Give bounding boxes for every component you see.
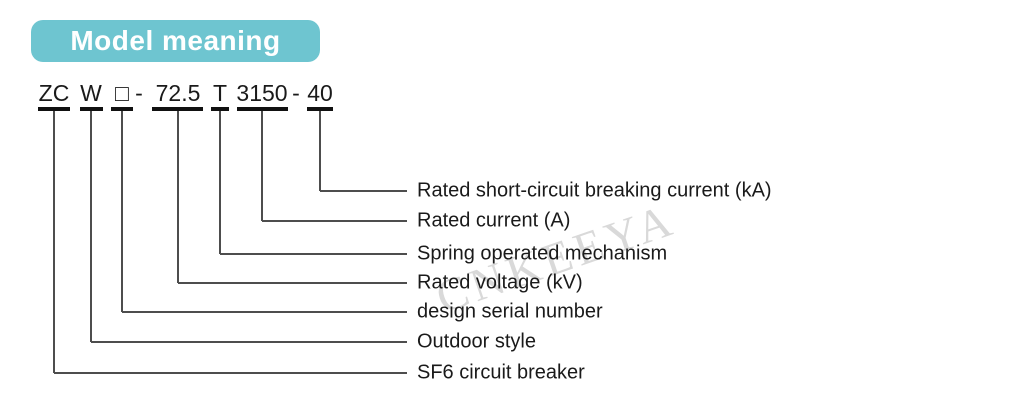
- model-segment-code: 3150: [236, 80, 288, 106]
- model-segment-code: 40: [307, 80, 333, 106]
- connector-vline: [53, 111, 55, 373]
- section-title: Model meaning: [70, 25, 281, 56]
- segment-underline: [152, 107, 203, 111]
- connector-vline: [261, 111, 263, 221]
- segment-meaning-label: Rated short-circuit breaking current (kA…: [417, 179, 772, 202]
- connector-hline: [262, 220, 407, 222]
- connector-hline: [220, 253, 407, 255]
- connector-vline: [121, 111, 123, 312]
- model-segment-code: T: [212, 80, 228, 106]
- connector-vline: [177, 111, 179, 283]
- segment-underline: [237, 107, 288, 111]
- segment-underline: [111, 107, 133, 111]
- segment-meaning-label: Outdoor style: [417, 330, 536, 353]
- connector-vline: [219, 111, 221, 254]
- segment-underline: [307, 107, 333, 111]
- model-segment-code: W: [80, 80, 102, 106]
- segment-meaning-label: design serial number: [417, 300, 603, 323]
- model-segment-code: □: [115, 80, 129, 106]
- connector-vline: [90, 111, 92, 342]
- connector-hline: [178, 282, 407, 284]
- model-code-separator: -: [135, 80, 143, 106]
- model-code-separator: -: [292, 80, 300, 106]
- segment-underline: [211, 107, 229, 111]
- segment-meaning-label: Rated current (A): [417, 209, 571, 232]
- segment-meaning-label: Spring operated mechanism: [417, 242, 668, 265]
- model-segment-code: 72.5: [155, 80, 201, 106]
- connector-hline: [320, 190, 407, 192]
- segment-meaning-label: SF6 circuit breaker: [417, 361, 585, 384]
- connector-hline: [122, 311, 407, 313]
- segment-underline: [38, 107, 70, 111]
- segment-meaning-label: Rated voltage (kV): [417, 271, 583, 294]
- model-segment-code: ZC: [38, 80, 70, 106]
- segment-underline: [80, 107, 103, 111]
- connector-hline: [54, 372, 407, 374]
- connector-vline: [319, 111, 321, 191]
- section-title-badge: Model meaning: [31, 20, 320, 62]
- connector-hline: [91, 341, 407, 343]
